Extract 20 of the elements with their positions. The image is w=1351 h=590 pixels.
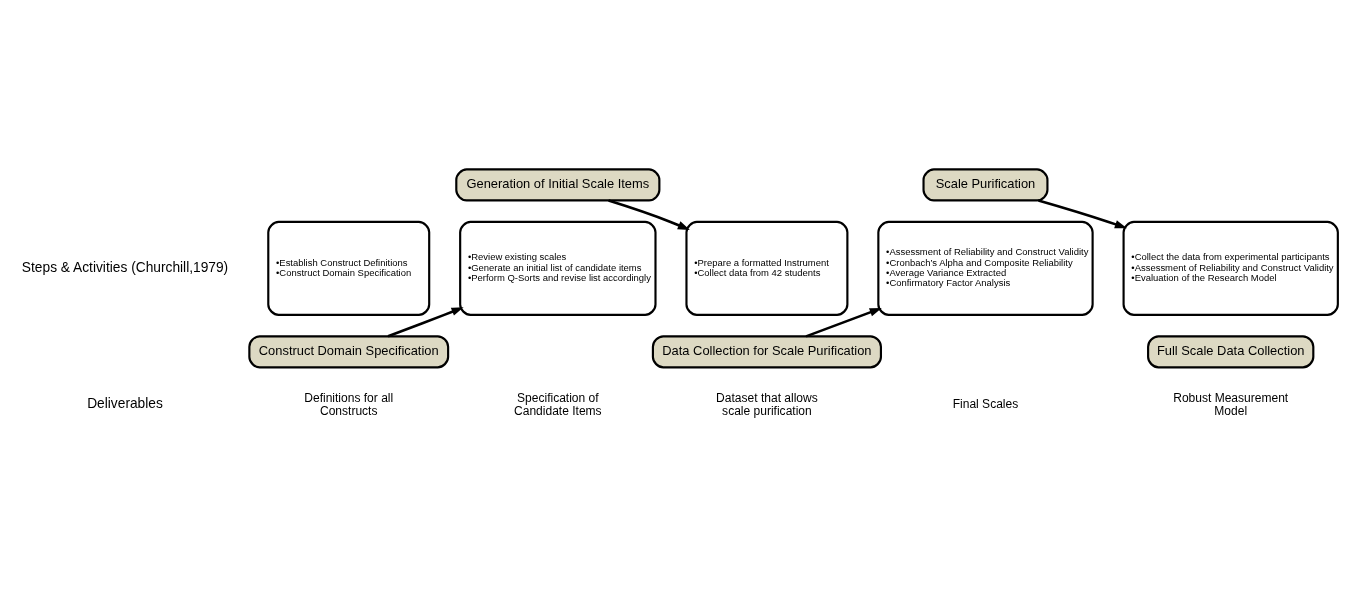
node-box: Generation of Initial Scale Items <box>455 167 661 201</box>
node-box: •Review existing scales •Generate an initial list of candidate items •Perform Q-Sorts and revise list accordingly <box>459 220 657 316</box>
node-box: Full Scale Data Collection <box>1147 334 1315 368</box>
node-box: •Establish Construct Definitions •Construct Domain Specification <box>267 220 431 316</box>
node-box: •Assessment of Reliability and Construct Validity •Cronbach’s Alpha and Composite Reliability •Average Variance Extracted •Confirmatory Factor Analysis <box>877 220 1094 316</box>
label: Robust Measurement Model <box>1173 390 1289 418</box>
node-box: •Prepare a formatted Instrument •Collect data from 42 students <box>685 220 849 316</box>
arrow <box>1038 198 1127 228</box>
node-box: •Collect the data from experimental participants •Assessment of Reliability and Construct Validity •Evaluation of the Research Model <box>1122 220 1339 316</box>
node-box: Data Collection for Scale Purification <box>651 334 882 368</box>
node-box: Scale Purification <box>922 167 1049 201</box>
label: Specification of Candidate Items <box>514 390 602 418</box>
label: Steps & Activities (Churchill,1979) <box>21 259 229 275</box>
arrow <box>805 307 882 338</box>
label: Deliverables <box>87 395 163 411</box>
label: Dataset that allows scale purification <box>716 390 818 418</box>
node-box: Construct Domain Specification <box>248 334 450 368</box>
label: Final Scales <box>952 396 1019 411</box>
label: Definitions for all Constructs <box>304 390 394 418</box>
arrow <box>387 306 464 338</box>
